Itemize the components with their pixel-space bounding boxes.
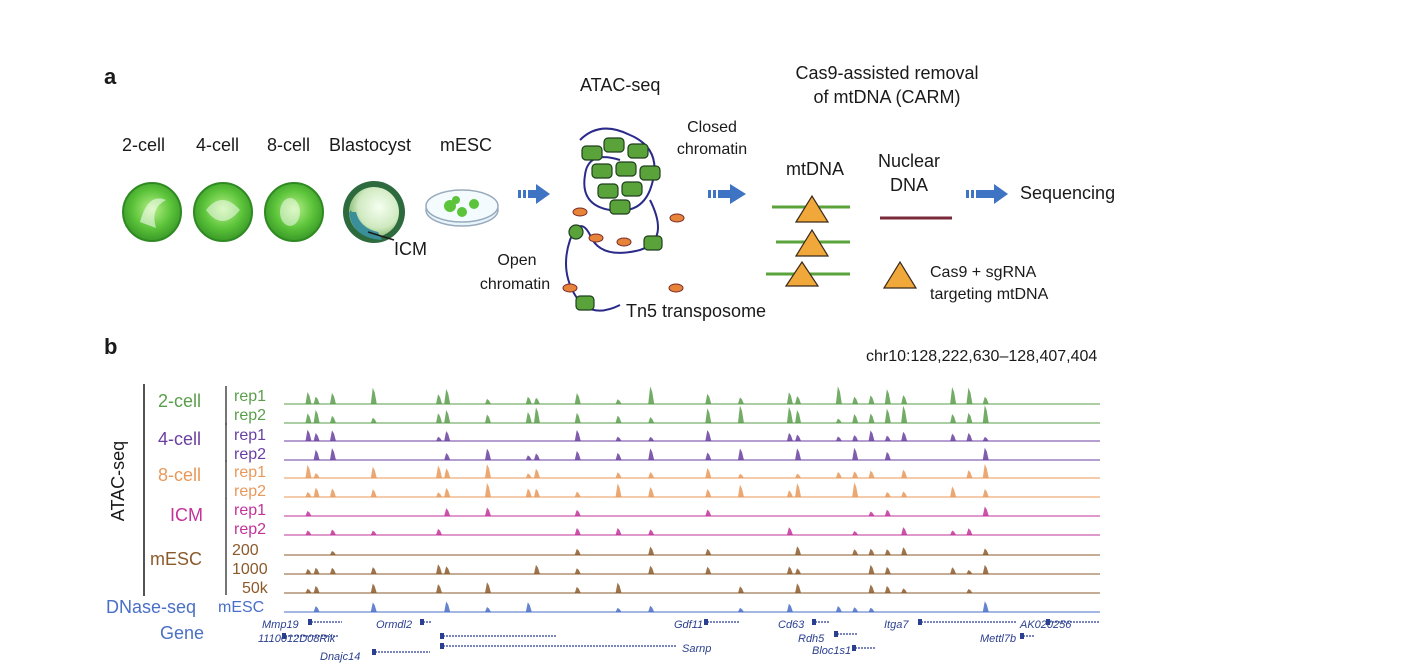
panel-label-a: a: [104, 64, 117, 89]
signal-peaks: [284, 582, 1100, 593]
nuclear-dna-label-line1: Nuclear: [877, 151, 941, 171]
arrow-right-icon: [966, 184, 1008, 204]
gene-exon: [1046, 619, 1050, 625]
gene-exon: [308, 619, 312, 625]
open-chromatin-label-line1: Open: [497, 252, 537, 269]
gene-name: Itga7: [884, 619, 909, 631]
group-label-4cell: 4-cell: [158, 429, 202, 449]
stage-label: Blastocyst: [329, 135, 412, 155]
atac-seq-axis-label: ATAC-seq: [108, 440, 128, 522]
cas9-sgrna-label-line2: targeting mtDNA: [930, 286, 1049, 303]
gene-name: 1110012D08Rik: [258, 633, 336, 645]
gene-name: Rdh5: [798, 633, 825, 645]
signal-peaks: [284, 447, 1100, 460]
mtdna-strands-illustration: [766, 194, 850, 287]
gene-exon: [812, 619, 816, 625]
gene-exon: [1020, 633, 1024, 639]
signal-peaks: [284, 386, 1100, 404]
signal-peaks: [284, 506, 1100, 516]
open-chromatin-label-line2: chromatin: [479, 276, 551, 293]
gene-name: Dnajc14: [320, 651, 361, 663]
gene-exon: [282, 633, 286, 639]
stage-label: 2-cell: [122, 135, 166, 155]
track-label: rep1: [234, 388, 267, 405]
signal-peaks: [284, 564, 1100, 574]
embryo-4cell-icon: [193, 182, 253, 242]
gene-name: Cd63: [778, 619, 805, 631]
signal-peaks: [284, 482, 1100, 497]
arrow-right-icon: [708, 184, 746, 204]
track-label: rep1: [234, 427, 267, 444]
signal-peaks: [284, 463, 1100, 478]
panel-label-b: b: [104, 334, 118, 359]
embryo-8cell-icon: [264, 182, 324, 242]
track-label: rep2: [234, 407, 267, 424]
gene-exon: [440, 643, 444, 649]
signal-peaks: [284, 527, 1100, 535]
stage-label: 8-cell: [267, 135, 311, 155]
mtdna-label: mtDNA: [786, 159, 844, 179]
track-label: rep2: [234, 483, 267, 500]
group-label-icm: ICM: [170, 505, 203, 525]
gene-name: Mmp19: [262, 619, 299, 631]
carm-title-line1: Cas9-assisted removal: [795, 63, 979, 83]
signal-peaks: [284, 405, 1100, 423]
tn5-transposome-label: Tn5 transposome: [626, 301, 767, 321]
gene-exon: [420, 619, 424, 625]
gene-exon: [834, 631, 838, 637]
track-label: mESC: [218, 599, 265, 616]
atac-seq-title: ATAC-seq: [580, 75, 661, 95]
gene-name: Sarnp: [682, 643, 712, 655]
nuclear-dna-label-line2: DNA: [889, 175, 928, 195]
signal-peaks: [284, 429, 1100, 441]
chromatin-illustration: [562, 127, 685, 312]
cell-culture-dish-icon: [425, 189, 499, 227]
gene-models: [282, 619, 1100, 655]
track-label: rep1: [234, 464, 267, 481]
track-label: 50k: [242, 580, 268, 597]
gene-exon: [704, 619, 708, 625]
gene-name: Gdf11: [674, 619, 704, 631]
closed-chromatin-label-line2: chromatin: [676, 141, 748, 158]
gene-name: Ormdl2: [376, 619, 413, 631]
arrow-right-icon: [518, 184, 550, 204]
cas9-sgrna-icon: [882, 260, 918, 289]
group-label-mesc: mESC: [150, 549, 203, 569]
blastocyst-icon: [343, 181, 405, 243]
closed-chromatin-label-line1: Closed: [687, 119, 737, 136]
embryo-2cell-icon: [122, 182, 182, 242]
gene-name: Mettl7b: [980, 633, 1017, 645]
signal-peaks: [284, 546, 1100, 555]
track-area: [284, 386, 1100, 613]
genomic-coordinates: chr10:128,222,630–128,407,404: [866, 348, 1098, 365]
sequencing-label: Sequencing: [1020, 183, 1116, 203]
gene-exon: [918, 619, 922, 625]
stage-label: mESC: [440, 135, 493, 155]
track-label: rep2: [234, 446, 267, 463]
icm-label: ICM: [394, 239, 427, 259]
gene-label: Gene: [160, 623, 205, 643]
gene-exon: [372, 649, 376, 655]
cas9-sgrna-label-line1: Cas9 + sgRNA: [930, 264, 1037, 281]
track-label: rep2: [234, 521, 267, 538]
group-label-8cell: 8-cell: [158, 465, 202, 485]
signal-peaks: [284, 601, 1100, 612]
track-label: rep1: [234, 502, 267, 519]
dnase-seq-label: DNase-seq: [106, 597, 197, 617]
gene-name: AK020256: [1020, 619, 1072, 631]
group-label-2cell: 2-cell: [158, 391, 202, 411]
gene-exon: [440, 633, 444, 639]
track-label: 200: [232, 542, 259, 559]
stage-label: 4-cell: [196, 135, 240, 155]
track-label: 1000: [232, 561, 268, 578]
gene-name: Bloc1s1: [812, 645, 852, 657]
carm-title-line2: of mtDNA (CARM): [813, 87, 961, 107]
gene-exon: [852, 645, 856, 651]
